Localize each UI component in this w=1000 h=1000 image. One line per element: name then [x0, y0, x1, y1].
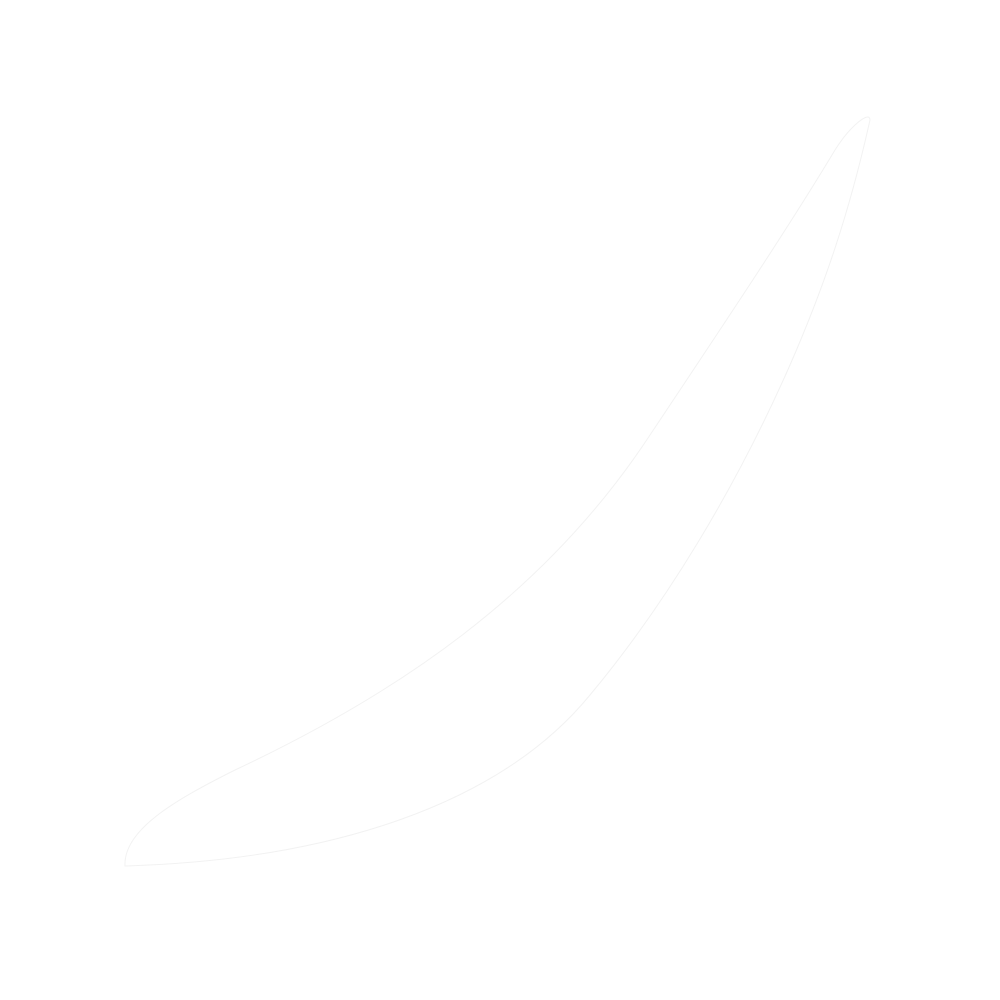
curved-leaf-outline: [124, 116, 871, 867]
